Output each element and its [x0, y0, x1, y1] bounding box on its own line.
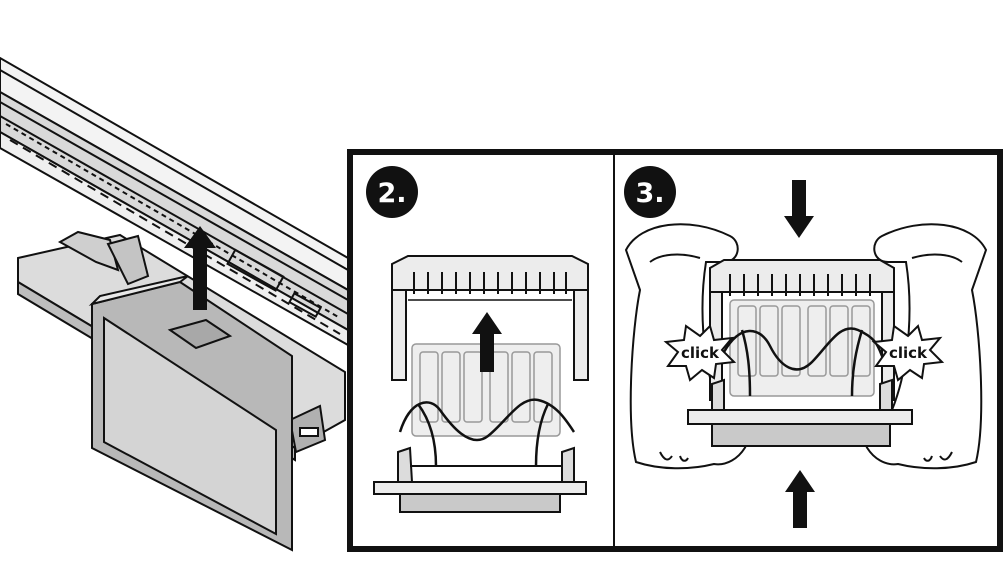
luminaire-overview	[0, 56, 349, 552]
step-2-badge: 2.	[366, 166, 418, 218]
step-3-badge: 3.	[624, 166, 676, 218]
arrow-up-icon	[472, 312, 502, 372]
step-3-panel: 3.	[624, 166, 988, 528]
step-3-label: 3.	[635, 178, 664, 209]
click-left-starburst: click	[663, 324, 737, 382]
wires	[722, 327, 884, 397]
step-2-label: 2.	[377, 178, 406, 209]
starburst-icon	[663, 324, 737, 382]
base-tray	[687, 378, 913, 447]
step-2-panel: 2.	[366, 166, 589, 513]
click-left-label: click	[681, 344, 720, 362]
arrow-up-icon	[785, 470, 815, 528]
cover-panel	[88, 275, 293, 552]
connector-cover	[391, 255, 589, 381]
starburst-icon	[871, 324, 945, 382]
arrow-up-icon	[184, 226, 216, 310]
click-right-starburst: click	[871, 324, 945, 382]
arrow-down-icon	[784, 180, 814, 238]
terminal-block	[729, 299, 875, 397]
base-tray	[373, 446, 587, 513]
luminaire-housing-rail	[0, 56, 349, 347]
click-right-label: click	[889, 344, 928, 362]
wires	[398, 398, 576, 467]
